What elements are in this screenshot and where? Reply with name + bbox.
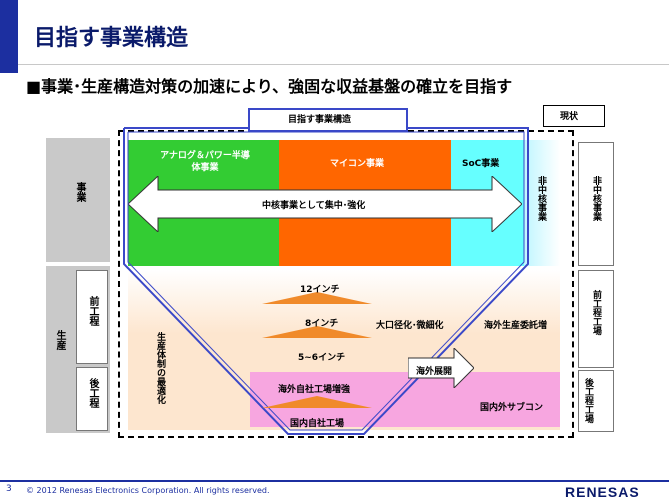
right-noncore-label: 非中核事業 <box>591 176 601 221</box>
right-back-end-box <box>578 370 614 432</box>
right-front-end-label: 前工程工場 <box>591 290 601 335</box>
row-label-front-end: 前工程 <box>87 296 98 326</box>
row-label-business-box <box>46 138 110 262</box>
core-business-arrow <box>128 176 522 232</box>
wafer-12-label: 12インチ <box>300 285 340 295</box>
row-label-back-end: 後工程 <box>87 378 98 408</box>
subcon-label: 国内外サブコン <box>480 403 544 413</box>
right-back-end-label: 後工程工場 <box>583 378 593 423</box>
production-optimization-label: 生産体制の最適化 <box>155 332 165 404</box>
row-label-front-end-box <box>76 270 108 364</box>
page-subtitle: ■事業･生産構造対策の加速により、強固な収益基盤の確立を目指す <box>26 77 513 96</box>
title-accent-bar <box>0 0 18 73</box>
row-label-back-end-box <box>76 367 108 431</box>
footer-rule <box>0 480 669 482</box>
noncore-fade-block <box>524 140 560 266</box>
renesas-logo: RENESAS <box>565 484 640 500</box>
copyright-text: © 2012 Renesas Electronics Corporation. … <box>26 486 270 495</box>
row-label-business: 事業 <box>74 182 85 202</box>
right-noncore-box <box>578 142 614 266</box>
soc-label: SoC事業 <box>462 159 500 169</box>
overseas-expansion-arrow <box>408 348 474 388</box>
target-structure-label-box <box>248 108 408 132</box>
right-front-end-box <box>578 270 614 368</box>
row-label-production: 生産 <box>54 330 65 350</box>
core-business-arrow-label: 中核事業として集中･強化 <box>262 201 366 211</box>
diameter-label: 大口径化･微細化 <box>376 321 444 331</box>
mcu-label: マイコン事業 <box>330 159 385 169</box>
analog-power-label: アナログ＆パワー半導体事業 <box>160 151 250 173</box>
page-title: 目指す事業構造 <box>34 26 189 51</box>
title-divider <box>18 64 669 65</box>
current-state-label-box <box>543 105 605 127</box>
wafer-8-label: 8インチ <box>305 319 339 329</box>
noncore-inner-label: 非中核事業 <box>536 176 546 221</box>
page-number: 3 <box>6 484 12 494</box>
domestic-own-label: 国内自社工場 <box>290 419 345 429</box>
wafer-triangles <box>262 292 372 408</box>
wafer-56-label: 5~6インチ <box>298 353 346 363</box>
current-state-label: 現状 <box>560 112 579 122</box>
target-structure-label: 目指す事業構造 <box>288 115 352 125</box>
overseas-own-label: 海外自社工場増強 <box>278 385 351 395</box>
overseas-outsourcing-label: 海外生産委託増 <box>484 321 548 331</box>
target-structure-outline <box>123 127 529 435</box>
overseas-expansion-label: 海外展開 <box>416 367 453 377</box>
